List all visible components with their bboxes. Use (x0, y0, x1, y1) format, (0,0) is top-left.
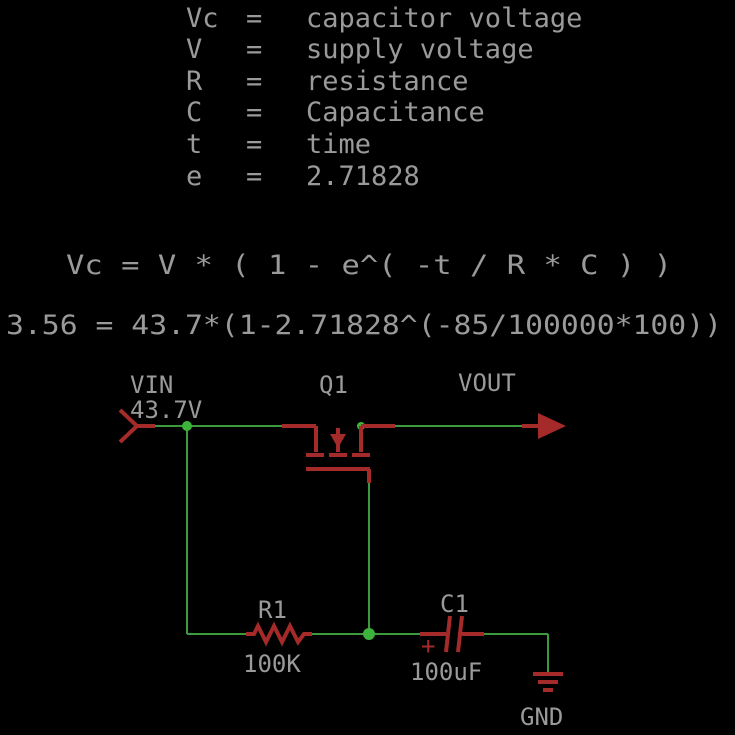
vin-label: VIN (130, 371, 173, 399)
legend-symbol-t: t (186, 129, 202, 160)
legend-symbol-vc: Vc (186, 3, 219, 34)
legend-equals: = (246, 129, 262, 160)
junction-vin (182, 421, 192, 431)
q1-label: Q1 (319, 371, 348, 399)
ground-icon (533, 672, 563, 692)
c1-label: C1 (440, 590, 469, 618)
legend-meaning-r: resistance (306, 66, 469, 97)
wires (155, 425, 549, 672)
legend-symbol-r: R (186, 66, 203, 97)
q1-mosfet-icon (282, 424, 395, 483)
vout-label: VOUT (458, 369, 516, 397)
junction-node (363, 628, 375, 640)
c1-value-label: 100uF (410, 658, 482, 686)
legend-meaning-e: 2.71828 (306, 161, 420, 192)
legend-symbol-e: e (186, 161, 202, 192)
r1-label: R1 (258, 596, 287, 624)
vin-voltage-label: 43.7V (130, 396, 202, 424)
gnd-label: GND (520, 703, 563, 731)
legend-equals: = (246, 161, 262, 192)
variable-legend: Vc = capacitor voltage V = supply voltag… (186, 3, 582, 192)
rc-example-calculation: 3.56 = 43.7*(1-2.71828^(-85/100000*100)) (6, 310, 722, 341)
legend-meaning-vc: capacitor voltage (306, 3, 582, 34)
legend-equals: = (246, 97, 262, 128)
legend-equals: = (246, 66, 262, 97)
legend-equals: = (246, 34, 262, 65)
vin-input-icon (118, 408, 155, 444)
legend-meaning-v: supply voltage (306, 34, 534, 65)
rc-formula: Vc = V * ( 1 - e^( -t / R * C ) ) (66, 250, 672, 281)
r1-value-label: 100K (243, 650, 301, 678)
legend-symbol-c: C (186, 97, 202, 128)
r1-resistor-icon (246, 621, 312, 647)
c1-capacitor-icon (420, 615, 484, 653)
legend-equals: = (246, 3, 262, 34)
legend-meaning-t: time (306, 129, 371, 160)
c1-polarity-label: + (421, 632, 435, 660)
legend-meaning-c: Capacitance (306, 97, 485, 128)
vout-arrow-icon (522, 413, 566, 439)
legend-symbol-v: V (186, 34, 202, 65)
